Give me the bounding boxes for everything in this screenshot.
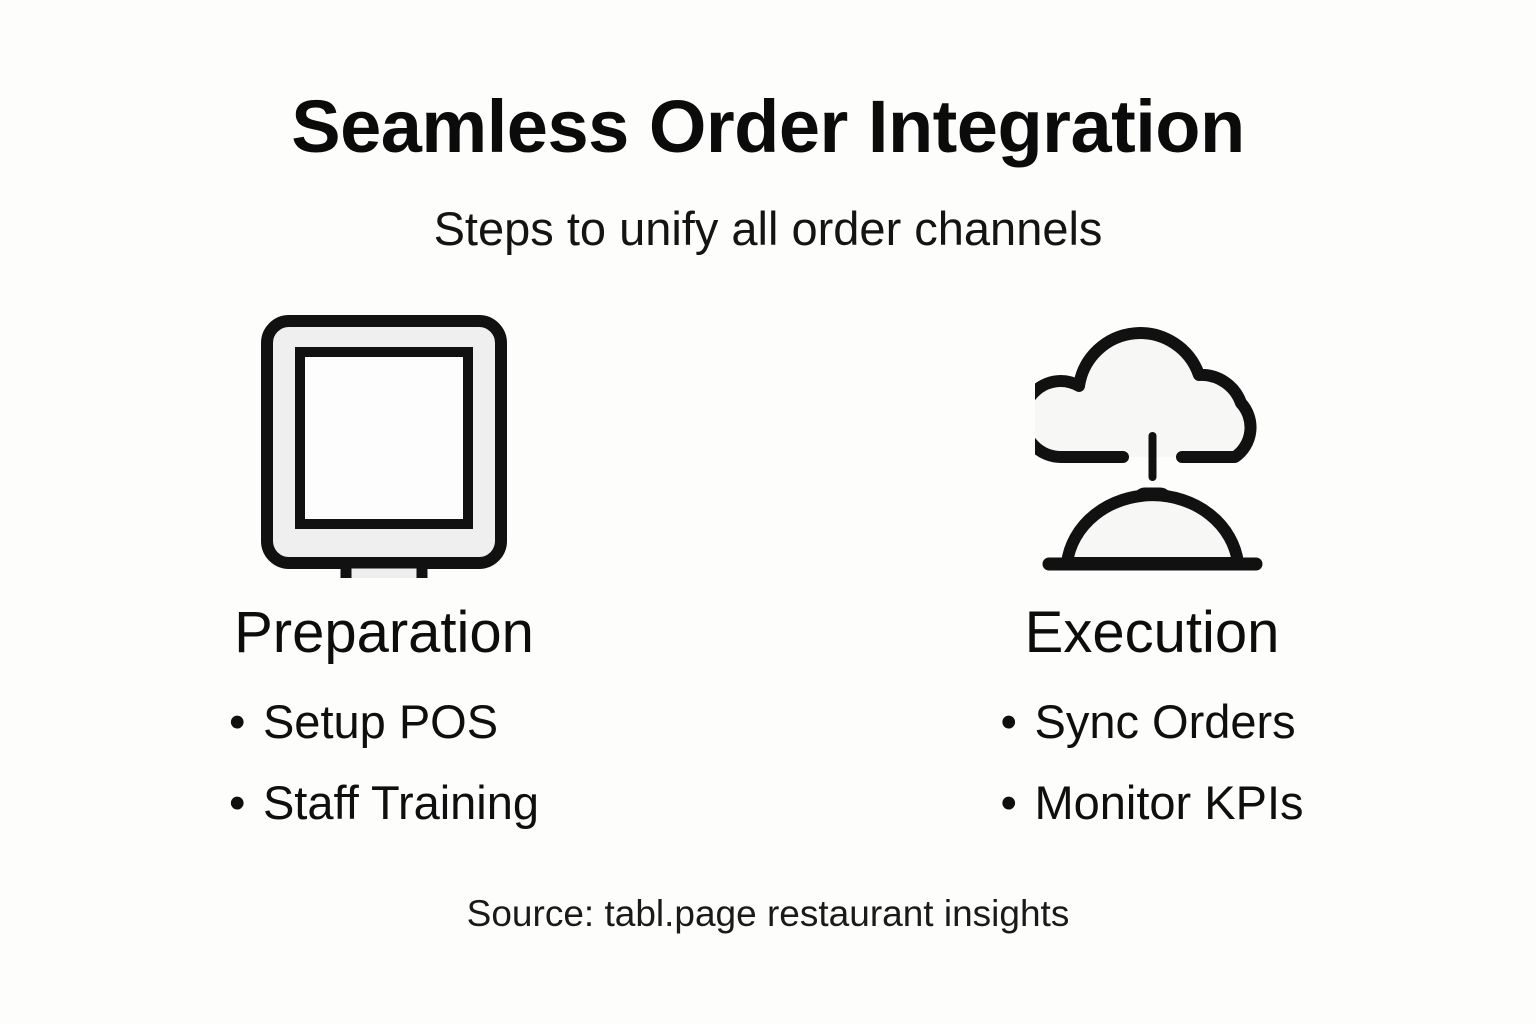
page-subtitle: Steps to unify all order channels (433, 202, 1103, 255)
page-title: Seamless Order Integration (291, 85, 1245, 168)
monitor-icon (254, 300, 514, 590)
list-item: • Setup POS (229, 698, 539, 745)
bullet-icon: • (228, 776, 246, 829)
bullet-icon: • (1000, 695, 1017, 748)
bullet-list-execution: • Sync Orders • Monitor KPIs (1000, 698, 1303, 860)
list-item: • Sync Orders (1000, 698, 1303, 745)
bullet-icon: • (1000, 776, 1017, 829)
column-execution: Execution • Sync Orders • Monitor KPIs (768, 300, 1536, 860)
columns-container: Preparation • Setup POS • Staff Training (0, 300, 1536, 860)
list-item-label: Staff Training (262, 776, 540, 829)
cloud-cloche-icon (1022, 300, 1282, 590)
list-item-label: Setup POS (262, 695, 499, 748)
list-item-label: Sync Orders (1034, 695, 1296, 748)
column-preparation: Preparation • Setup POS • Staff Training (0, 300, 768, 860)
list-item: • Monitor KPIs (1000, 779, 1303, 826)
bullet-icon: • (228, 695, 246, 748)
source-caption: Source: tabl.page restaurant insights (466, 893, 1070, 934)
column-heading-preparation: Preparation (234, 600, 534, 665)
list-item: • Staff Training (229, 779, 539, 826)
column-heading-execution: Execution (1024, 600, 1280, 665)
bullet-list-preparation: • Setup POS • Staff Training (229, 698, 539, 860)
list-item-label: Monitor KPIs (1034, 776, 1304, 829)
